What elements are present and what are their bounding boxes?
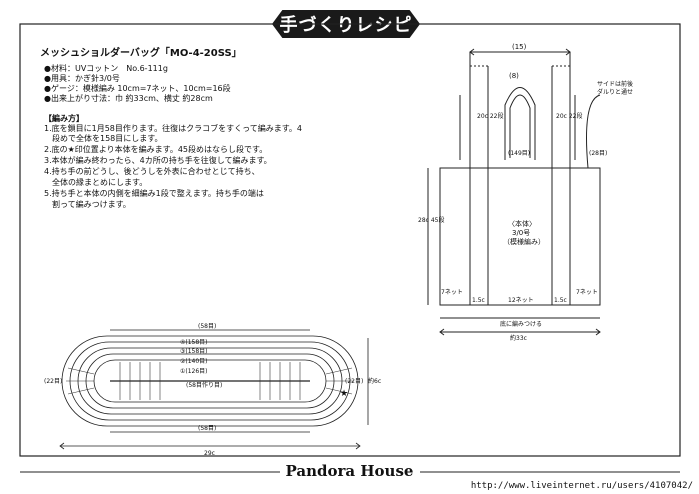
handle-height-left: 20c 22段 [477, 112, 503, 120]
pattern-title: メッシュショルダーバッグ「MO-4-20SS」 [40, 48, 242, 59]
side-note-line-1: サイドは前後 [597, 80, 633, 88]
arrow-head [595, 328, 601, 336]
right-net-label: 7ネット [576, 289, 598, 296]
step-line: 全体の縁まとめにします。 [44, 178, 148, 187]
spec-size: ●出来上がり寸法：巾 約33cm、横丈 約28cm [44, 94, 213, 103]
method-heading: 【編み方】 [44, 114, 84, 123]
side-note-line-2: ダルりと通せ [597, 88, 633, 96]
step-line: 割って編みつけます。 [44, 200, 131, 209]
oval-left-count: (22目) [44, 378, 62, 385]
body-height-label: 28c 45段 [418, 216, 444, 224]
step-line: 段めで全体を158目にします。 [44, 134, 163, 143]
oval-top-count: (58目) [198, 323, 216, 330]
brand-footer: Pandora House [285, 462, 414, 480]
arrow-head [439, 328, 445, 336]
step-line: 3.本体が編み終わったら、4カ所の持ち手を往復して編みます。 [44, 156, 272, 165]
stitch-marks [66, 362, 354, 400]
top-width-label: (15) [512, 43, 527, 51]
step-line: 1.底を鎖目に1月58目作ります。往復はクラコブをすくって編みます。4 [44, 124, 302, 133]
body-label: 〈本体〉 [508, 219, 536, 228]
total-width-label: 約33c [510, 334, 527, 342]
round-label: ③(158目) [180, 348, 208, 355]
step-line: 4.持ち手の前どうし、後どうしを外表に合わせとじて持ち、 [44, 167, 260, 176]
spec-tool: ●用具：かぎ針3/0号 [44, 74, 120, 83]
bag-diagram [427, 48, 601, 336]
inner-pouch-outline [504, 87, 536, 160]
inner-pouch-inner [509, 94, 531, 158]
round-label: ②(140目) [180, 358, 208, 365]
bottom-note-label: 底に編みつける [500, 320, 542, 328]
step-line: 2.底の★印位置より本体を編みます。45段めはならし段です。 [44, 145, 268, 154]
center-net-label: 12ネット [508, 297, 534, 304]
oval-round [61, 335, 359, 427]
left-net-label: 7ネット [441, 289, 463, 296]
oval-bottom-count: (58目) [198, 425, 216, 432]
banner-title: 手づくりレシピ [279, 15, 413, 36]
right-count-label: (28目) [589, 150, 607, 157]
gap-left-label: 1.5c [472, 297, 485, 304]
pouch-width-label: (8) [509, 72, 519, 80]
oval-width-size: 29c [204, 450, 215, 457]
side-gusset-curve [586, 94, 601, 169]
spec-gauge: ●ゲージ：模様編み 10cm=7ネット、10cm=16段 [44, 84, 231, 93]
source-url[interactable]: http://www.liveinternet.ru/users/4107042… [470, 481, 693, 491]
inner-count-label: (149目) [508, 150, 530, 157]
handle-height-right: 20c 22段 [556, 112, 582, 120]
oval-right-count: (22目) [345, 378, 363, 385]
chain-start-label: (58目作り目) [186, 381, 222, 389]
oval-right-size: 約6c [368, 377, 381, 385]
start-star-mark: ★ [340, 389, 348, 399]
body-pattern-label: （模様編み） [503, 237, 545, 246]
arrow-head [355, 442, 361, 450]
spec-material: ●材料：UVコットン No.6-111g [44, 64, 168, 73]
body-hook-label: 3/0号 [512, 229, 530, 237]
page-frame [19, 23, 681, 457]
bag-body [439, 167, 601, 306]
arrow-head [59, 442, 65, 450]
round-label: ④(158目) [180, 339, 208, 346]
gap-right-label: 1.5c [554, 297, 567, 304]
round-label: ①(126目) [180, 368, 208, 375]
step-line: 5.持ち手と本体の内側を細編み1段で整えます。持ち手の端は [44, 189, 264, 198]
